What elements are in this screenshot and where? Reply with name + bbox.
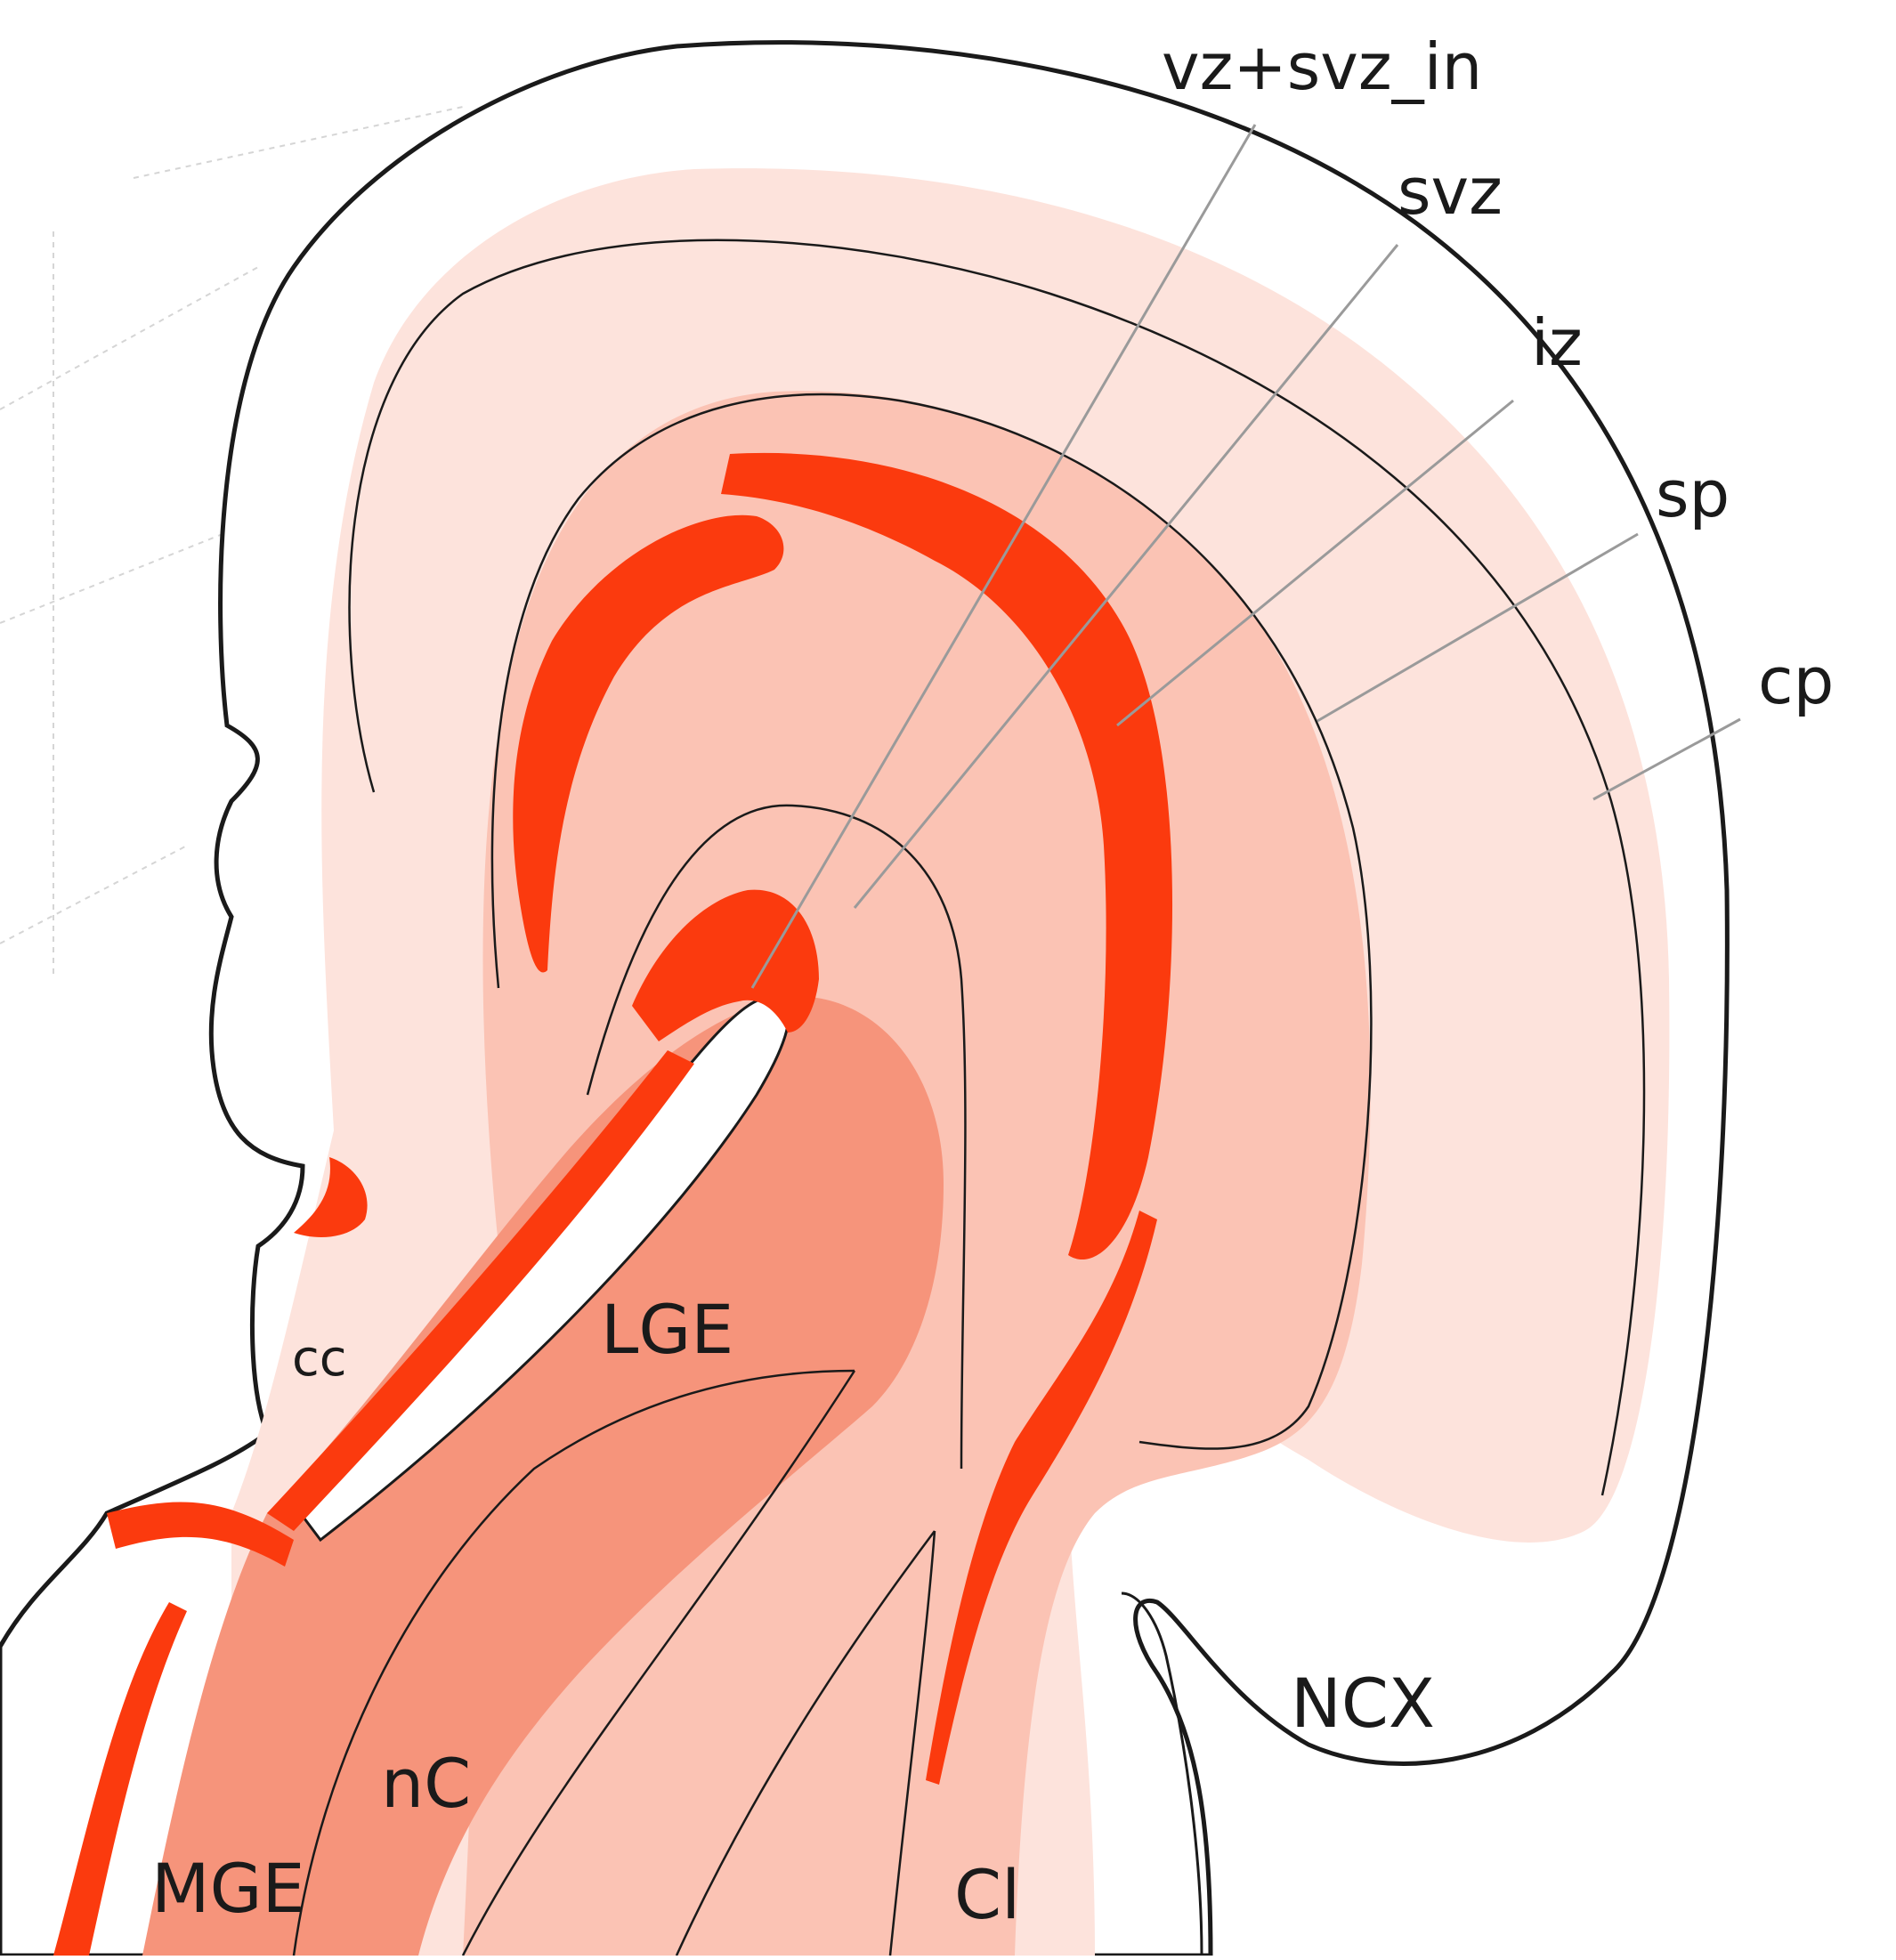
label-cc: cc bbox=[292, 1330, 347, 1388]
label-iz: iz bbox=[1531, 305, 1583, 380]
label-sp: sp bbox=[1656, 457, 1730, 531]
label-lge: LGE bbox=[601, 1290, 733, 1369]
striatum-inner-boundary bbox=[461, 1370, 856, 1956]
vz-band-medial-crescent bbox=[513, 514, 784, 973]
leader-lines bbox=[750, 124, 1741, 989]
label-mge: MGE bbox=[151, 1849, 304, 1928]
label-ncx: NCX bbox=[1291, 1664, 1435, 1743]
lge-dome-outline bbox=[586, 804, 967, 1470]
label-svz: svz bbox=[1398, 154, 1503, 229]
vz-band-cc-tip bbox=[294, 1157, 368, 1237]
leader-cp bbox=[1592, 717, 1741, 801]
ganglionic-eminence-region bbox=[142, 996, 944, 1956]
vz-band-dorsal-arc bbox=[721, 452, 1173, 1260]
vz-band-medial-long bbox=[53, 1602, 187, 1956]
vz-band-lateral-stream bbox=[926, 1211, 1157, 1785]
cl-boundary bbox=[888, 1530, 936, 1956]
label-vz-svz-in: vz+svz_in bbox=[1162, 29, 1482, 104]
ghost-remnants bbox=[0, 106, 464, 979]
label-cp: cp bbox=[1758, 644, 1834, 718]
leader-vz-svz-in bbox=[750, 124, 1257, 989]
cortical-inner-boundary bbox=[348, 239, 1646, 1496]
vz-band-ventricle-lining bbox=[267, 1050, 694, 1531]
leader-svz bbox=[853, 244, 1399, 909]
label-cl: Cl bbox=[954, 1855, 1020, 1934]
labels: vz+svz_in svz iz sp cp LGE cc NCX nC MGE… bbox=[151, 29, 1834, 1934]
striatum-lower-boundary bbox=[675, 1530, 936, 1956]
label-nc: nC bbox=[381, 1744, 471, 1823]
leader-sp bbox=[1317, 532, 1639, 723]
ncx-fold-outline bbox=[1121, 1591, 1203, 1956]
vz-band-medial-wall bbox=[107, 1502, 294, 1567]
intermediate-zone-outline bbox=[490, 393, 1373, 1450]
leader-iz bbox=[1116, 399, 1514, 727]
vz-band-lge-cap bbox=[632, 889, 819, 1041]
nc-boundary bbox=[292, 1369, 855, 1956]
